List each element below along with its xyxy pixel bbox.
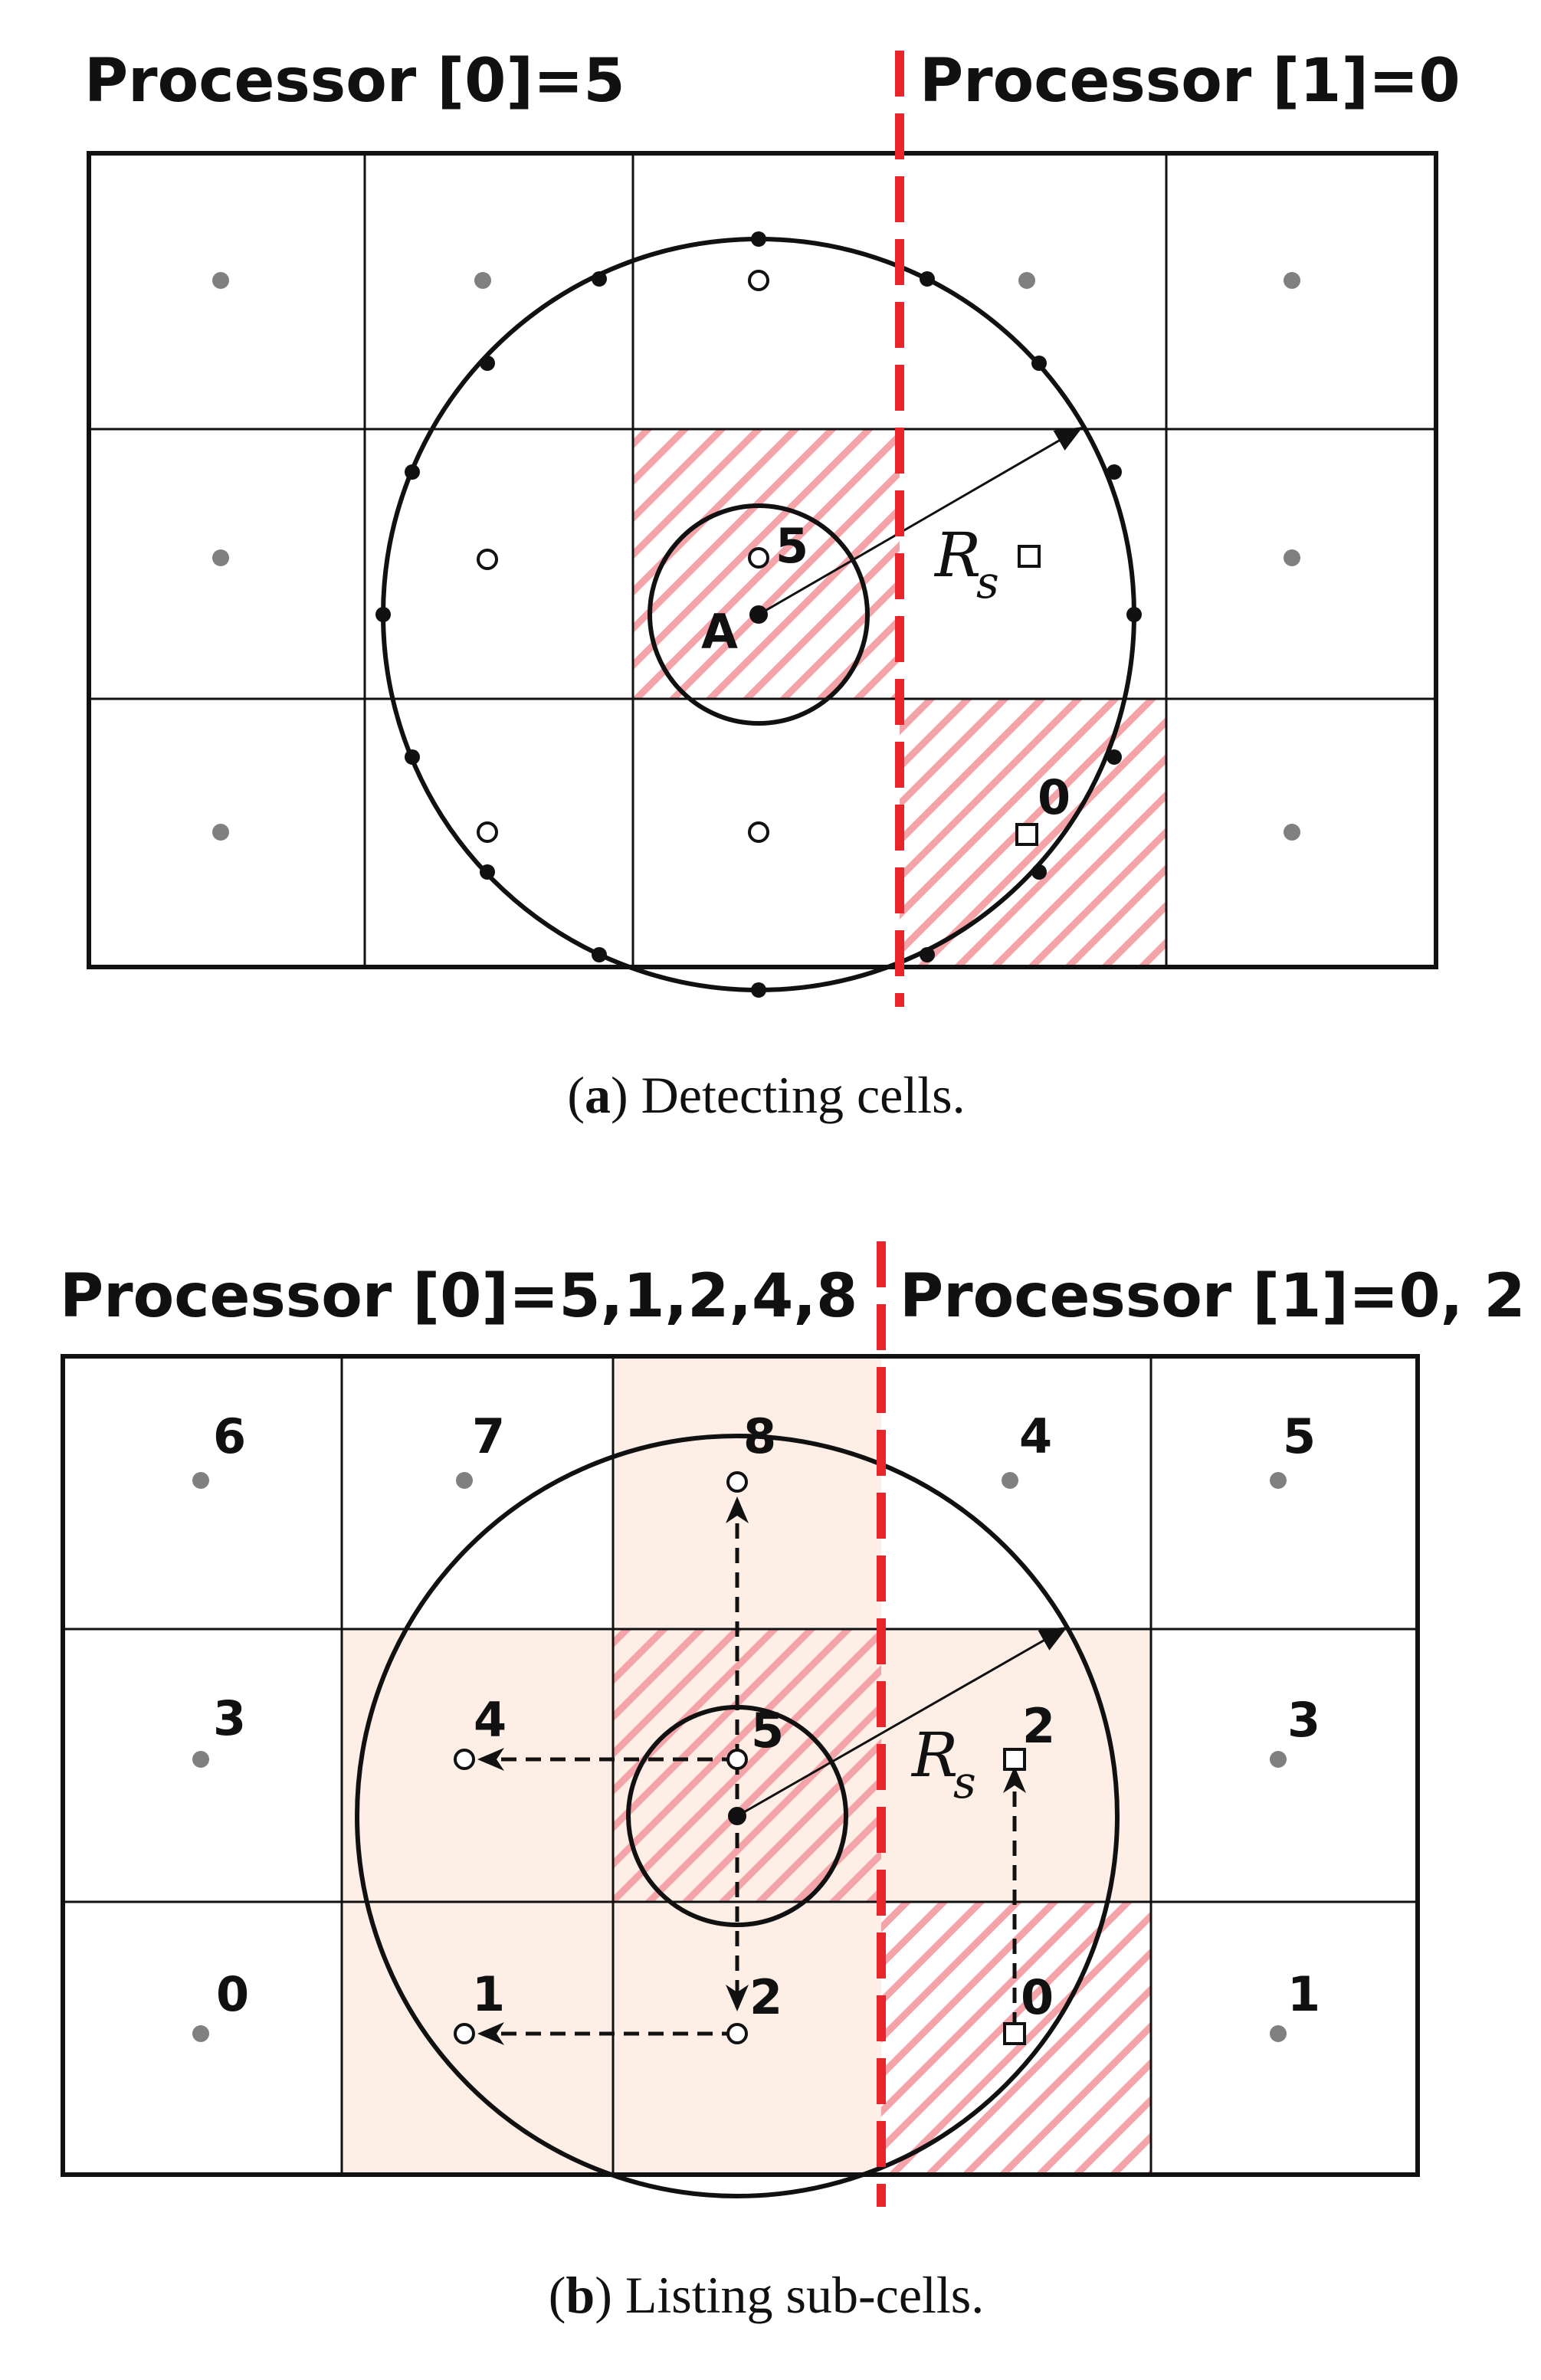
panel-a-radius-label: R bbox=[933, 520, 981, 591]
panel-b-square-marker-2 bbox=[1003, 1748, 1026, 1771]
panel-a-label-5: 5 bbox=[775, 518, 808, 574]
panel-b-cell-number: 2 bbox=[1022, 1698, 1055, 1754]
panel-a-inner-circle bbox=[648, 503, 870, 726]
panel-a-point-a-label: A bbox=[701, 604, 738, 660]
panel-b-cell-number: 2 bbox=[749, 1969, 782, 2025]
panel-b-cell-number: 5 bbox=[751, 1703, 784, 1759]
panel-a-caption-text: Detecting cells. bbox=[641, 1066, 966, 1124]
panel-b-radius-arrow bbox=[736, 1627, 1068, 1818]
panel-b-caption-letter: b bbox=[566, 2266, 595, 2324]
panel-a-square-marker-bottom bbox=[1015, 823, 1038, 846]
panel-a-caption: (a) Detecting cells. bbox=[567, 1066, 965, 1124]
panel-a-caption-letter: a bbox=[585, 1066, 611, 1124]
panel-b-cell-number: 7 bbox=[472, 1408, 505, 1464]
panel-b-cell-number: 5 bbox=[1283, 1408, 1316, 1464]
panel-b-cell-number: 3 bbox=[213, 1690, 246, 1746]
panel-a-label-0: 0 bbox=[1038, 769, 1071, 825]
panel-b-cell-number: 8 bbox=[743, 1408, 776, 1464]
panel-b-processor-0-label: Processor [0]=5,1,2,4,8 bbox=[60, 1262, 857, 1331]
panel-b-open-markers bbox=[454, 1471, 748, 2044]
panel-b-caption: (b) Listing sub-cells. bbox=[549, 2266, 985, 2324]
panel-b-processor-1-label: Processor [1]=0, 2 bbox=[900, 1262, 1526, 1331]
panel-b-caption-text: Listing sub-cells. bbox=[625, 2266, 984, 2324]
panel-a-grid bbox=[87, 151, 1438, 969]
panel-b-radius-subscript: s bbox=[953, 1756, 976, 1808]
panel-a: Processor [0]=5 Processor [1]=0 bbox=[84, 47, 1461, 1124]
panel-b-cell-numbers-right: 4 5 2 3 0 1 bbox=[1019, 1408, 1320, 2025]
panel-a-circle-sample-dots bbox=[375, 231, 1142, 998]
panel-a-square-marker-right bbox=[1018, 545, 1041, 568]
panel-b-cell-center-dots bbox=[192, 1472, 1287, 2042]
panel-b-square-marker-0 bbox=[1003, 2022, 1026, 2045]
panel-a-radius-subscript: s bbox=[976, 556, 999, 608]
panel-a-processor-1-label: Processor [1]=0 bbox=[920, 47, 1461, 116]
panel-a-processor-0-label: Processor [0]=5 bbox=[84, 47, 625, 116]
panel-b: Processor [0]=5,1,2,4,8 Processor [1]=0,… bbox=[60, 1241, 1526, 2324]
panel-a-open-markers bbox=[477, 270, 769, 843]
panel-b-cell-number: 0 bbox=[216, 1966, 249, 2022]
panel-b-cell-number: 4 bbox=[1019, 1408, 1052, 1464]
panel-b-cell-number: 1 bbox=[472, 1966, 505, 2022]
panel-b-cell-number: 4 bbox=[474, 1692, 507, 1748]
panel-b-grid bbox=[61, 1354, 1420, 2177]
panel-b-dashed-arrows bbox=[477, 1497, 1026, 2045]
panel-b-shaded-cells bbox=[342, 1356, 1151, 2175]
panel-b-cell-number: 3 bbox=[1287, 1692, 1320, 1748]
panel-b-hatched-cell-center bbox=[613, 1629, 881, 1902]
panel-b-cell-number: 1 bbox=[1287, 1966, 1320, 2022]
panel-b-radius-label: R bbox=[910, 1719, 958, 1791]
panel-a-radius-arrow bbox=[758, 426, 1084, 616]
panel-b-search-circle bbox=[355, 1434, 1120, 2198]
panel-b-cell-number: 0 bbox=[1021, 1969, 1054, 2025]
panel-b-cell-numbers-left: 6 7 8 3 4 5 0 1 2 bbox=[213, 1408, 784, 2025]
panel-a-cell-center-dots bbox=[212, 272, 1300, 841]
panel-b-cell-number: 6 bbox=[213, 1408, 246, 1464]
